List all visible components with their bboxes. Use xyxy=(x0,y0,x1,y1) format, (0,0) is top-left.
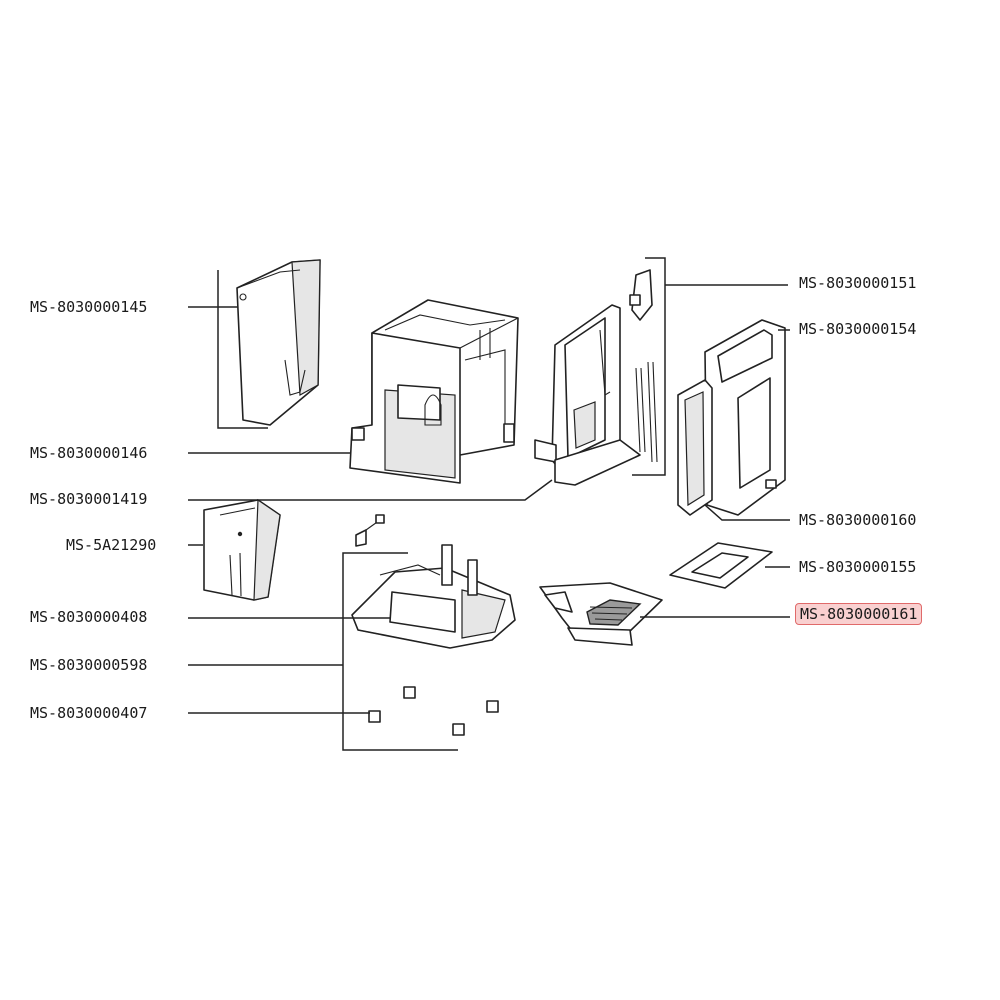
part-label-408[interactable]: MS-8030000408 xyxy=(30,608,148,626)
main-housing-part[interactable] xyxy=(349,299,519,484)
drip-tray-part[interactable] xyxy=(539,582,663,646)
grounds-container-part[interactable] xyxy=(203,498,281,601)
part-label-160[interactable]: MS-8030000160 xyxy=(799,511,917,529)
part-label-161-highlighted[interactable]: MS-8030000161 xyxy=(795,603,923,625)
part-label-1419[interactable]: MS-8030001419 xyxy=(30,490,148,508)
cover-plate-part[interactable] xyxy=(669,542,773,589)
clip-parts[interactable] xyxy=(629,269,658,463)
part-label-598[interactable]: MS-8030000598 xyxy=(30,656,148,674)
water-tank-part[interactable] xyxy=(236,259,321,426)
door-panel-part[interactable] xyxy=(704,319,786,516)
base-assembly-part[interactable] xyxy=(351,544,516,649)
part-label-151[interactable]: MS-8030000151 xyxy=(799,274,917,292)
connector-part[interactable] xyxy=(355,514,385,547)
gasket-frame-part[interactable] xyxy=(677,379,713,516)
part-label-146[interactable]: MS-8030000146 xyxy=(30,444,148,462)
side-frame-part[interactable] xyxy=(534,304,641,486)
leader-lines xyxy=(188,257,790,751)
part-label-155[interactable]: MS-8030000155 xyxy=(799,558,917,576)
rubber-feet-parts[interactable] xyxy=(368,686,499,736)
part-label-5a21290[interactable]: MS-5A21290 xyxy=(66,536,157,554)
part-label-154[interactable]: MS-8030000154 xyxy=(799,320,917,338)
part-label-145[interactable]: MS-8030000145 xyxy=(30,298,148,316)
part-label-407[interactable]: MS-8030000407 xyxy=(30,704,148,722)
